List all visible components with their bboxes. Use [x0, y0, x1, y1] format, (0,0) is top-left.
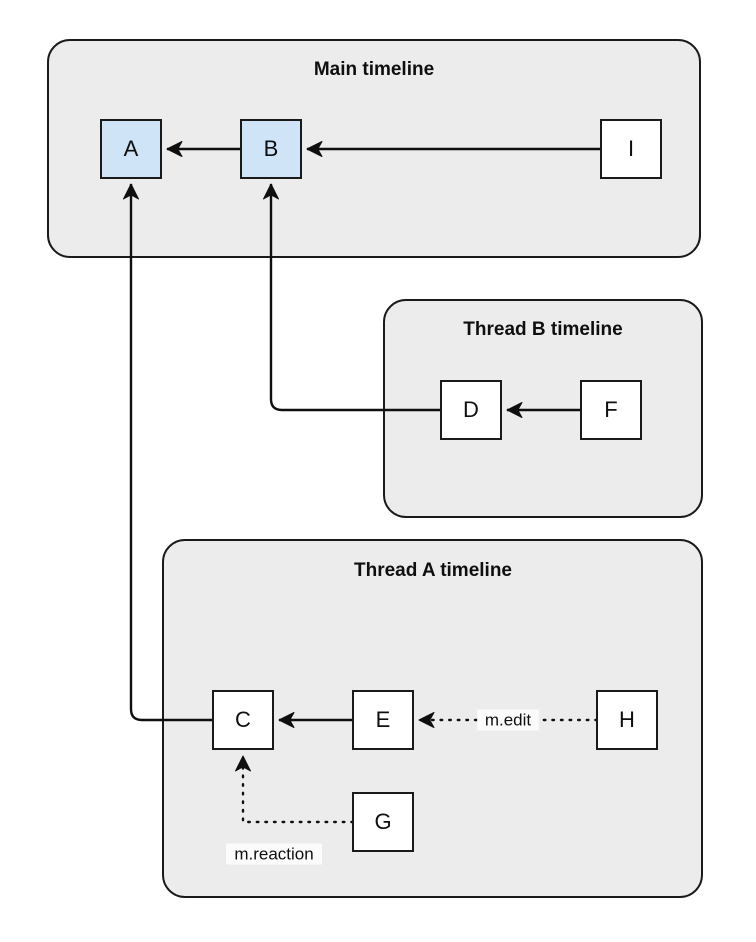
arrow-D-to-B	[263, 183, 279, 200]
edge-C-to-A	[129, 184, 213, 722]
node-rect-B[interactable]	[240, 119, 302, 179]
edge-label-H-to-E: m.edit	[477, 709, 539, 731]
edge-G-to-C	[241, 754, 355, 824]
node-rect-E[interactable]	[352, 690, 414, 750]
arrow-F-to-D	[506, 402, 523, 418]
event-node-A[interactable]: A	[100, 119, 162, 179]
timeline-container-thread-a-timeline: Thread A timeline	[162, 539, 703, 898]
event-node-D[interactable]: D	[440, 380, 502, 440]
edge-label-G-to-C: m.reaction	[226, 843, 322, 865]
edge-D-to-B	[269, 184, 441, 412]
edge-label-text-H-to-E: m.edit	[485, 710, 532, 729]
arrow-C-to-A	[123, 183, 139, 200]
arrow-I-to-B	[306, 141, 323, 157]
arrow-G-to-C	[235, 755, 251, 772]
edges-group	[123, 141, 601, 824]
node-label-G: G	[374, 809, 391, 834]
event-node-G[interactable]: G	[352, 792, 414, 852]
event-nodes-group: A B I D F C E H G	[100, 119, 662, 852]
edge-label-bg-H-to-E	[477, 709, 539, 731]
arrow-B-to-A	[166, 141, 183, 157]
node-rect-D[interactable]	[440, 380, 502, 440]
node-label-C: C	[235, 707, 251, 732]
node-label-A: A	[124, 136, 139, 161]
arrow-H-to-E	[418, 712, 435, 728]
event-node-I[interactable]: I	[600, 119, 662, 179]
timeline-container-thread-b-timeline: Thread B timeline	[383, 299, 703, 518]
edge-labels-group: m.edit m.reaction	[226, 709, 539, 865]
container-title-main-timeline: Main timeline	[314, 59, 434, 80]
node-label-E: E	[376, 707, 391, 732]
node-label-I: I	[628, 136, 634, 161]
container-title-thread-b-timeline: Thread B timeline	[463, 319, 622, 340]
container-rect-thread-a-timeline	[162, 539, 703, 898]
event-node-B[interactable]: B	[240, 119, 302, 179]
container-rect-thread-b-timeline	[383, 299, 703, 518]
node-label-D: D	[463, 397, 479, 422]
node-rect-C[interactable]	[212, 690, 274, 750]
edge-label-text-G-to-C: m.reaction	[234, 844, 313, 863]
node-label-F: F	[604, 397, 617, 422]
node-label-H: H	[619, 707, 635, 732]
event-node-F[interactable]: F	[580, 380, 642, 440]
arrow-E-to-C	[278, 712, 295, 728]
node-rect-H[interactable]	[596, 690, 658, 750]
node-label-B: B	[264, 136, 279, 161]
node-rect-F[interactable]	[580, 380, 642, 440]
node-rect-I[interactable]	[600, 119, 662, 179]
event-node-C[interactable]: C	[212, 690, 274, 750]
node-rect-A[interactable]	[100, 119, 162, 179]
event-node-H[interactable]: H	[596, 690, 658, 750]
container-title-thread-a-timeline: Thread A timeline	[354, 560, 512, 581]
event-node-E[interactable]: E	[352, 690, 414, 750]
edge-label-bg-G-to-C	[226, 843, 322, 865]
node-rect-G[interactable]	[352, 792, 414, 852]
